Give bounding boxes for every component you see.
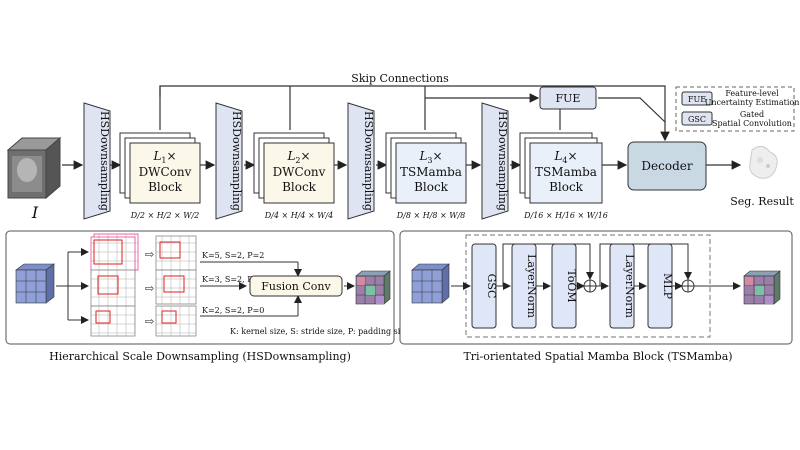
skip-connections — [159, 85, 670, 142]
residual-add-1 — [583, 279, 597, 293]
hsdownsampling-trapezoid-1: HSDownsampling — [83, 102, 111, 220]
legend-fue-tag: FUE — [688, 95, 706, 104]
ts-block-layernorm-2: LayerNorm — [609, 243, 636, 329]
legend-fue-desc1: Feature-level — [725, 89, 779, 98]
stage1-dwconv-block: L1× DWConv Block D/2 × H/2 × W/2 — [119, 132, 201, 220]
svg-text:L4×: L4× — [553, 149, 577, 165]
stage1-dimensions: D/2 × H/2 × W/2 — [130, 211, 200, 220]
fusion-conv-label: Fusion Conv — [261, 280, 331, 293]
hsd-caption: Hierarchical Scale Downsampling (HSDowns… — [49, 350, 351, 363]
svg-text:Block: Block — [148, 180, 183, 194]
input-label: I — [31, 203, 39, 222]
hsdownsampling-trapezoid-4: HSDownsampling — [481, 102, 509, 220]
ts-block-gsc: GSC — [471, 243, 498, 329]
decoder-block: Decoder — [627, 141, 707, 191]
svg-text:MLP: MLP — [661, 273, 674, 300]
hsdownsampling-trapezoid-2: HSDownsampling — [215, 102, 243, 220]
svg-text:ToOM: ToOM — [565, 269, 578, 302]
legend: FUE Feature-level Uncertainty Estimation… — [675, 86, 800, 132]
seg-result-label: Seg. Result — [730, 195, 794, 208]
decoder-label: Decoder — [641, 159, 692, 173]
legend-fue-desc2: Uncertainty Estimation — [705, 98, 800, 107]
fue-label: FUE — [556, 92, 581, 105]
stage2-dwconv-block: L2× DWConv Block D/4 × H/4 × W/4 — [253, 132, 335, 220]
ts-output-cube — [743, 270, 781, 305]
fue-block: FUE — [539, 86, 597, 110]
ts-input-cube — [411, 263, 450, 304]
legend-fue-swatch — [681, 91, 713, 106]
hsd-output-cube — [355, 270, 391, 305]
svg-text:LayerNorm: LayerNorm — [525, 254, 538, 318]
svg-text:L3×: L3× — [418, 149, 442, 165]
svg-text:Block: Block — [282, 180, 317, 194]
hsd-row3-params: K=2, S=2, P=0 — [202, 306, 264, 315]
skip-connections-label: Skip Connections — [351, 72, 449, 85]
svg-text:L2×: L2× — [286, 149, 310, 165]
legend-gsc-swatch — [681, 111, 713, 126]
legend-gsc-desc2: Spatial Convolution — [712, 119, 792, 128]
svg-text:Block: Block — [549, 180, 584, 194]
kernel-grid-row-3: ⇨ — [90, 305, 197, 337]
svg-text:HSDownsampling: HSDownsampling — [362, 111, 375, 211]
hsd-input-cube — [15, 263, 55, 304]
hsd-legend-note: K: kernel size, S: stride size, P: paddi… — [230, 327, 410, 336]
svg-text:⇨: ⇨ — [145, 282, 154, 295]
svg-text:HSDownsampling: HSDownsampling — [230, 111, 243, 211]
segmentation-result-image — [749, 146, 778, 179]
ts-block-toom: ToOM — [551, 243, 578, 329]
svg-text:LayerNorm: LayerNorm — [623, 254, 636, 318]
svg-text:⇨: ⇨ — [145, 315, 154, 328]
residual-add-2 — [681, 279, 695, 293]
svg-text:⇨: ⇨ — [145, 248, 154, 261]
stage4-dimensions: D/16 × H/16 × W/16 — [523, 211, 608, 220]
svg-text:Block: Block — [414, 180, 449, 194]
hsd-row2-params: K=3, S=2, P=1 — [202, 275, 264, 284]
hsdownsampling-trapezoid-3: HSDownsampling — [347, 102, 375, 220]
svg-text:GSC: GSC — [485, 274, 498, 299]
fusion-conv-block — [249, 275, 343, 297]
legend-gsc-tag: GSC — [688, 115, 706, 124]
hsdownsampling-panel: ⇨ ⇨ ⇨ K=5, S=2, P=2 K=3, S=2, P=1 K=2, S… — [5, 230, 410, 345]
svg-text:DWConv: DWConv — [273, 165, 326, 179]
input-volume-image — [6, 136, 62, 200]
kernel-grid-row-2: ⇨ — [90, 269, 197, 307]
stage2-dimensions: D/4 × H/4 × W/4 — [264, 211, 334, 220]
hsd-row1-params: K=5, S=2, P=2 — [202, 251, 264, 260]
stage4-tsmamba-block: L4× TSMamba Block D/16 × H/16 × W/16 — [519, 132, 608, 220]
legend-gsc-desc1: Gated — [740, 110, 764, 119]
svg-text:L1×: L1× — [152, 149, 176, 165]
ts-block-mlp: MLP — [647, 243, 674, 329]
svg-text:TSMamba: TSMamba — [535, 165, 597, 179]
svg-text:TSMamba: TSMamba — [400, 165, 462, 179]
stage3-tsmamba-block: L3× TSMamba Block D/8 × H/8 × W/8 — [385, 132, 467, 220]
stage3-dimensions: D/8 × H/8 × W/8 — [396, 211, 466, 220]
svg-text:HSDownsampling: HSDownsampling — [496, 111, 509, 211]
svg-text:DWConv: DWConv — [139, 165, 192, 179]
ts-block-layernorm-1: LayerNorm — [511, 243, 538, 329]
svg-text:HSDownsampling: HSDownsampling — [98, 111, 111, 211]
ts-caption: Tri-orientated Spatial Mamba Block (TSMa… — [463, 350, 732, 363]
tsmamba-panel: GSC LayerNorm ToOM LayerNorm MLP — [399, 230, 793, 345]
